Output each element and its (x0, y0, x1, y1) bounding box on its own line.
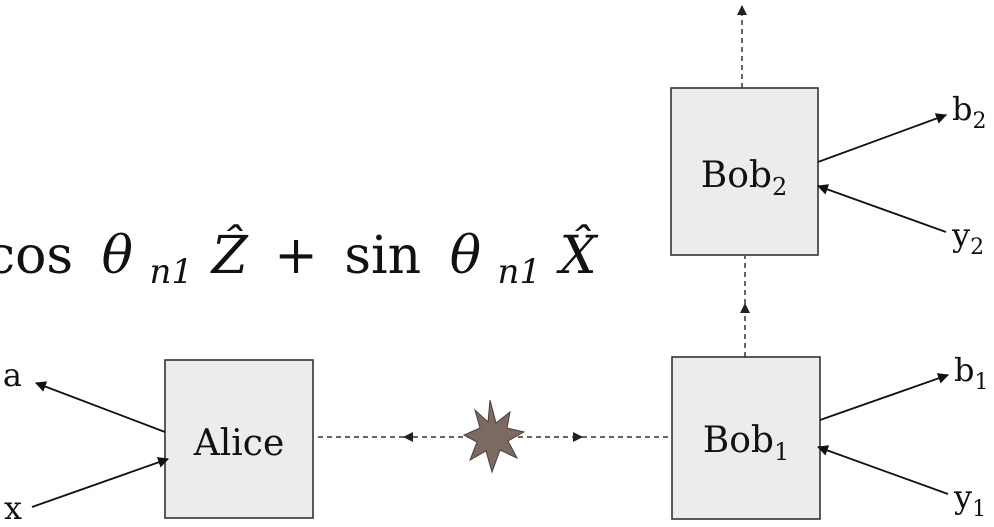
formula-cos: cos (0, 226, 73, 286)
alice-label: Alice (193, 423, 285, 464)
alice-output-label: a (3, 356, 22, 394)
formula-sin: sin (344, 226, 421, 286)
alice-input-arrow (31, 457, 170, 508)
explosion-star-icon (462, 399, 526, 474)
alice-input-label: x (4, 489, 22, 527)
bob2-label: Bob2 (701, 155, 787, 201)
formula-theta-2: θ (450, 226, 481, 286)
bob1-input-label: y1 (953, 478, 986, 522)
formula-plus: + (274, 226, 318, 286)
bob1-box (671, 356, 821, 520)
bob2-input-label: y2 (951, 216, 984, 260)
bob1-input-arrow (816, 445, 949, 495)
formula-subscript: n1 (150, 252, 194, 292)
alice-box (164, 359, 314, 519)
formula-z-hat: Ẑ (210, 224, 249, 286)
bob2-output-arrow (817, 113, 948, 163)
bob1-output-label: b1 (954, 351, 988, 395)
formula-subscript-2: n1 (498, 252, 542, 292)
bob1-label: Bob1 (703, 420, 789, 466)
formula-theta: θ (102, 226, 133, 286)
formula-x-hat: X̂ (556, 225, 599, 286)
alice-output-arrow (34, 381, 166, 433)
formula: cos θ n1 Ẑ + sin θ n1 X̂ (0, 224, 599, 296)
bob1-output-arrow (819, 373, 950, 421)
bob2-output-label: b2 (952, 90, 986, 134)
bob2-box (670, 87, 819, 256)
bob2-input-arrow (816, 184, 947, 233)
